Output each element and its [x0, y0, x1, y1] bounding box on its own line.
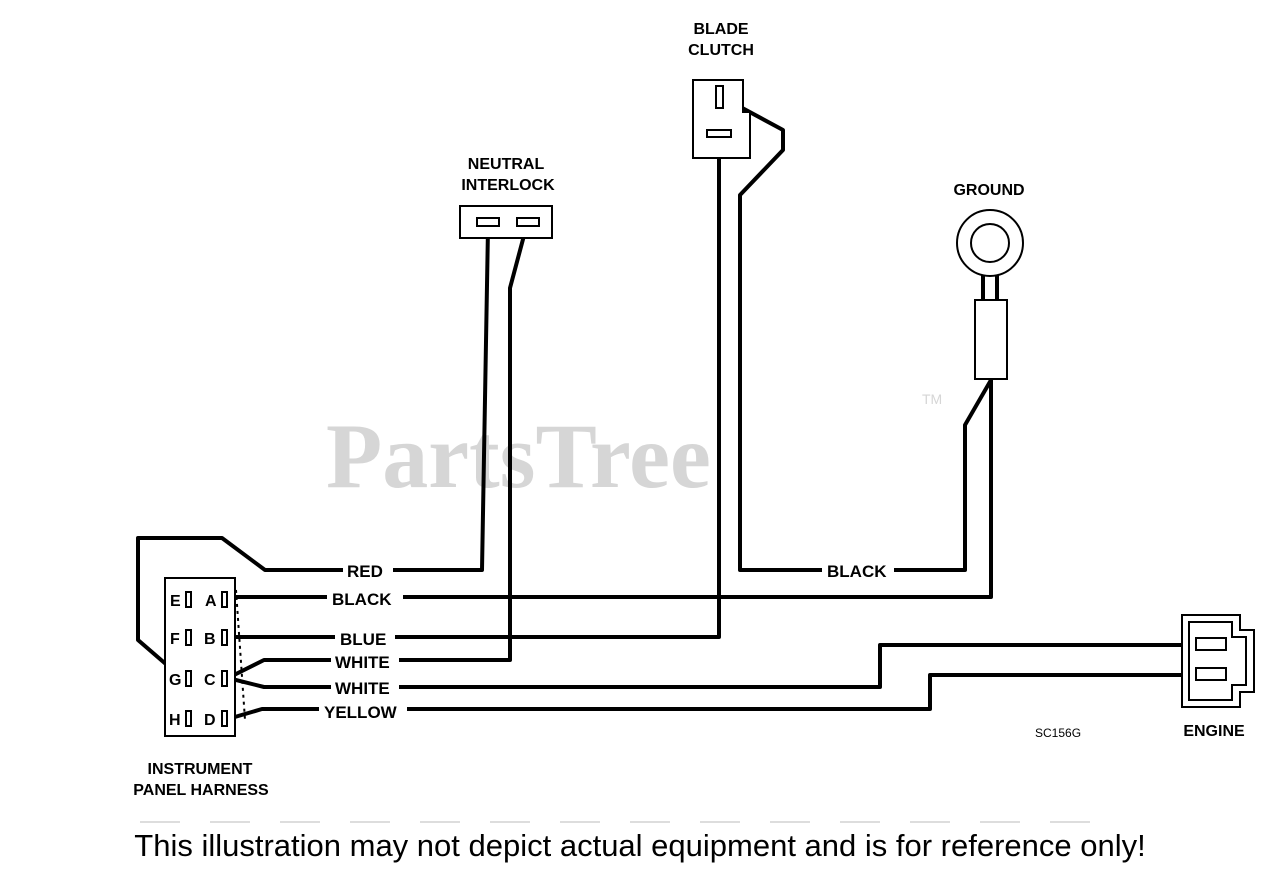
- harness-dashed-edge: [235, 589, 246, 721]
- watermark-trademark: TM: [922, 391, 942, 407]
- blade-clutch-label-2: CLUTCH: [688, 42, 754, 59]
- neutral-interlock-switch: [459, 205, 553, 239]
- pin-label-a: A: [205, 593, 217, 610]
- blade-clutch-connector: [692, 79, 751, 159]
- engine-label: ENGINE: [1183, 723, 1245, 740]
- diagram-code: SC156G: [1035, 726, 1081, 740]
- neutral-interlock-label-1: NEUTRAL: [468, 156, 545, 173]
- wire-red: [136, 227, 490, 680]
- pin-label-d: D: [204, 712, 216, 729]
- pin-label-h: H: [169, 712, 181, 729]
- neutral-interlock-label-2: INTERLOCK: [461, 177, 555, 194]
- pin-label-e: E: [170, 593, 181, 610]
- blade-clutch-label-1: BLADE: [693, 21, 748, 38]
- wire-label-yellow: YELLOW: [324, 703, 398, 722]
- wire-label-white-1: WHITE: [335, 653, 390, 672]
- wire-white-1: [227, 227, 528, 680]
- engine-connector: [1181, 614, 1255, 708]
- wire-label-white-2: WHITE: [335, 679, 390, 698]
- pin-label-c: C: [204, 672, 216, 689]
- watermark-brand: PartsTree: [326, 405, 711, 507]
- wire-label-blue: BLUE: [340, 630, 386, 649]
- wire-yellow: [227, 673, 1188, 721]
- wire-label-black-a: BLACK: [332, 590, 392, 609]
- ground-label: GROUND: [953, 182, 1024, 199]
- wire-label-black-clutch: BLACK: [827, 562, 887, 581]
- wire-black-clutch: [719, 94, 993, 572]
- wire-label-red: RED: [347, 562, 383, 581]
- harness-label-1: INSTRUMENT: [148, 761, 253, 778]
- ground-terminal: [956, 209, 1024, 380]
- pin-label-f: F: [170, 631, 180, 648]
- wire-black-a: [228, 378, 993, 599]
- wire-white-2: [227, 643, 1188, 689]
- pin-label-b: B: [204, 631, 216, 648]
- harness-label-2: PANEL HARNESS: [133, 782, 269, 799]
- pin-label-g: G: [169, 672, 181, 689]
- disclaimer-text: This illustration may not depict actual …: [134, 828, 1146, 863]
